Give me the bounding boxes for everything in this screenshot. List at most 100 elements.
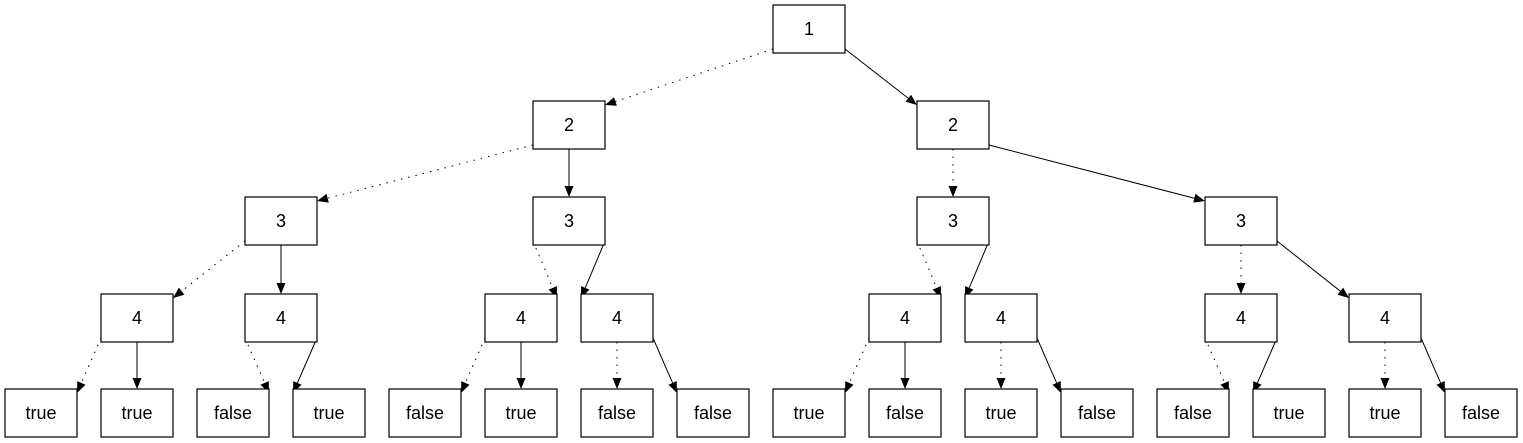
- arrow-head: [900, 378, 910, 389]
- node-label: true: [985, 403, 1016, 423]
- arrow-head: [132, 378, 142, 389]
- node-label: 3: [564, 211, 574, 231]
- node-box: [916, 196, 990, 246]
- arrow-head: [605, 97, 617, 106]
- node-box: [916, 100, 990, 150]
- arrow-head: [77, 381, 86, 393]
- node-label: 4: [612, 308, 622, 328]
- arrow-head: [1193, 193, 1205, 203]
- node-label: 4: [1236, 308, 1246, 328]
- decision-node: 2: [916, 100, 990, 150]
- node-box: [868, 293, 942, 343]
- high-edge: [1276, 240, 1341, 292]
- node-label: false: [886, 403, 924, 423]
- node-label: 2: [564, 115, 574, 135]
- node-label: 4: [516, 308, 526, 328]
- leaf-node: true: [100, 388, 174, 438]
- decision-node: 4: [1204, 293, 1278, 343]
- low-edge: [244, 337, 266, 384]
- decision-node: 3: [916, 196, 990, 246]
- leaf-node: true: [772, 388, 846, 438]
- node-box: [484, 388, 558, 438]
- arrow-head: [564, 186, 574, 197]
- node-box: [100, 388, 174, 438]
- low-edge: [1204, 337, 1226, 384]
- node-box: [772, 388, 846, 438]
- decision-node: 4: [580, 293, 654, 343]
- leaf-node: true: [1252, 388, 1326, 438]
- node-label: true: [1273, 403, 1304, 423]
- high-edge: [1420, 337, 1442, 384]
- node-label: true: [313, 403, 344, 423]
- low-edge: [464, 337, 486, 384]
- node-label: true: [793, 403, 824, 423]
- leaf-node: false: [580, 388, 654, 438]
- node-label: 3: [1236, 211, 1246, 231]
- node-label: false: [598, 403, 636, 423]
- leaf-node: true: [1348, 388, 1422, 438]
- node-label: false: [406, 403, 444, 423]
- decision-node: 4: [964, 293, 1038, 343]
- node-box: [868, 388, 942, 438]
- decision-node: 4: [1348, 293, 1422, 343]
- high-edge: [968, 240, 990, 289]
- node-box: [532, 196, 606, 246]
- leaf-node: false: [196, 388, 270, 438]
- leaf-node: false: [676, 388, 750, 438]
- leaf-node: false: [1060, 388, 1134, 438]
- leaf-node: false: [388, 388, 462, 438]
- decision-node: 3: [532, 196, 606, 246]
- node-box: [772, 4, 846, 54]
- node-box: [964, 388, 1038, 438]
- node-box: [1348, 293, 1422, 343]
- node-label: false: [1174, 403, 1212, 423]
- node-box: [580, 293, 654, 343]
- node-box: [1348, 388, 1422, 438]
- low-edge: [80, 337, 102, 384]
- node-label: false: [694, 403, 732, 423]
- leaf-node: false: [868, 388, 942, 438]
- high-edge: [584, 240, 606, 289]
- arrow-head: [1052, 381, 1061, 393]
- low-edge: [916, 240, 938, 289]
- node-label: false: [214, 403, 252, 423]
- node-box: [580, 388, 654, 438]
- node-label: 4: [1380, 308, 1390, 328]
- arrow-head: [845, 381, 854, 393]
- node-label: true: [25, 403, 56, 423]
- arrow-head: [905, 94, 917, 105]
- high-edge: [652, 337, 674, 384]
- node-box: [484, 293, 558, 343]
- node-box: [292, 388, 366, 438]
- arrow-head: [276, 283, 286, 294]
- leaf-node: true: [292, 388, 366, 438]
- node-box: [1156, 388, 1230, 438]
- arrow-head: [612, 378, 622, 389]
- node-label: 4: [996, 308, 1006, 328]
- leaf-node: true: [484, 388, 558, 438]
- node-label: 2: [948, 115, 958, 135]
- arrow-head: [317, 193, 329, 203]
- leaf-node: true: [4, 388, 78, 438]
- arrow-head: [1236, 283, 1246, 294]
- decision-node: 4: [868, 293, 942, 343]
- node-label: 1: [804, 19, 814, 39]
- node-box: [1204, 196, 1278, 246]
- low-edge: [615, 48, 774, 102]
- arrow-head: [516, 378, 526, 389]
- arrow-head: [1436, 381, 1445, 393]
- node-box: [964, 293, 1038, 343]
- arrow-head: [668, 381, 677, 393]
- low-edge: [327, 144, 534, 199]
- arrow-head: [461, 381, 470, 393]
- node-label: true: [1369, 403, 1400, 423]
- decision-node: 1: [772, 4, 846, 54]
- low-edge: [848, 337, 870, 384]
- leaf-node: false: [1156, 388, 1230, 438]
- arrow-head: [1337, 287, 1349, 298]
- decision-node: 3: [244, 196, 318, 246]
- decision-node: 4: [244, 293, 318, 343]
- node-box: [1060, 388, 1134, 438]
